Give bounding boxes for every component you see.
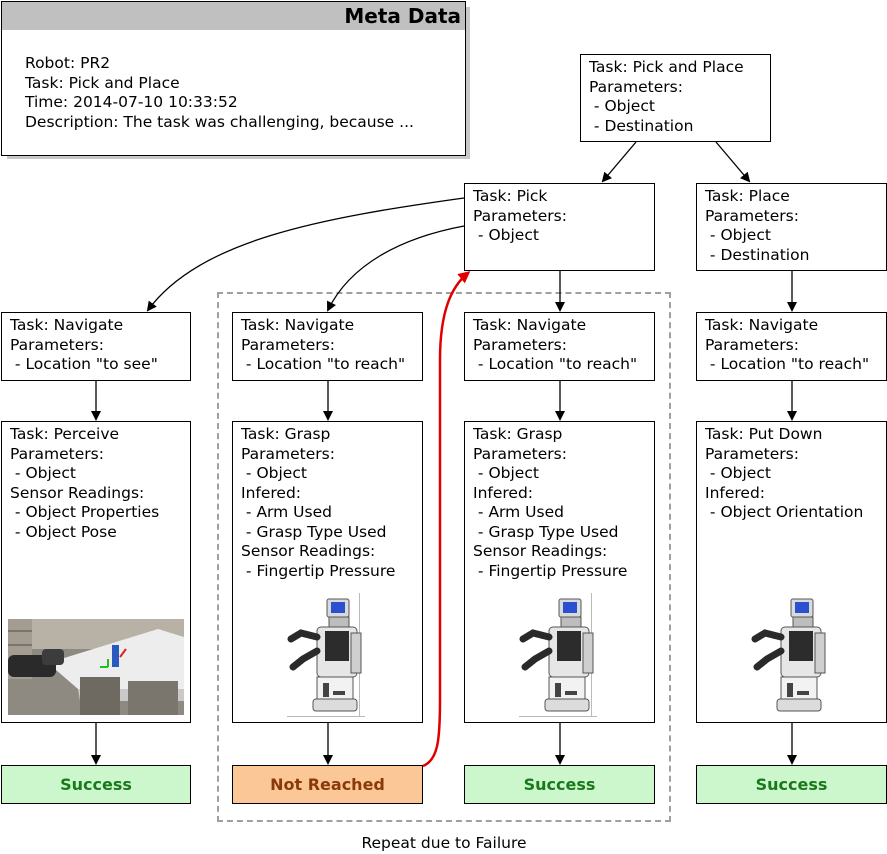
task-line: Parameters: [10, 444, 104, 463]
task-line: Parameters: [241, 335, 335, 354]
task-line: - Grasp Type Used [241, 522, 387, 541]
repeat-label: Repeat due to Failure [361, 834, 527, 852]
task-line: Parameters: [589, 77, 683, 96]
task-title: Task: Pick and Place [589, 58, 744, 76]
task-title: Task: Navigate [705, 316, 819, 334]
task-navigate-to-reach-2: Task: Navigate Parameters: - Location "t… [464, 312, 655, 381]
task-line: Parameters: [10, 335, 104, 354]
task-title: Task: Put Down [705, 425, 823, 443]
task-line: - Location "to reach" [473, 355, 638, 373]
outcome-perceive: Success [1, 765, 191, 804]
task-line: - Fingertip Pressure [241, 561, 396, 580]
task-line: Parameters: [705, 206, 799, 225]
task-line: - Arm Used [473, 503, 564, 521]
task-pick-and-place: Task: Pick and Place Parameters: - Objec… [580, 54, 771, 142]
task-line: Parameters: [241, 444, 335, 463]
task-title: Task: Navigate [473, 316, 587, 334]
task-line: - Object [10, 464, 76, 482]
task-line: Parameters: [473, 444, 567, 463]
task-line: - Destination [589, 116, 694, 135]
task-line: - Object Properties [10, 503, 160, 521]
task-pick: Task: Pick Parameters: - Object [464, 183, 655, 271]
task-line: Infered: [241, 483, 302, 502]
task-line: Sensor Readings: [241, 542, 376, 560]
task-line: Infered: [705, 483, 766, 502]
task-line: - Object Orientation [705, 503, 864, 521]
task-line: - Object [705, 464, 771, 482]
outcome-put-down: Success [696, 765, 887, 804]
task-title: Task: Perceive [10, 425, 120, 443]
task-line: Sensor Readings: [10, 483, 145, 502]
meta-robot: Robot: PR2 [25, 54, 111, 72]
task-line: - Location "to reach" [241, 355, 406, 373]
meta-data-title: Meta Data [2, 2, 465, 30]
task-line: - Fingertip Pressure [473, 561, 628, 580]
outcome-grasp-1: Not Reached [232, 765, 423, 804]
task-title: Task: Navigate [241, 316, 355, 334]
task-line: - Object Pose [10, 522, 117, 541]
meta-data-body: Robot: PR2 Task: Pick and Place Time: 20… [2, 30, 465, 132]
task-line: Infered: [473, 483, 534, 502]
repeat-region [217, 292, 671, 822]
task-line: Parameters: [473, 206, 567, 225]
retry-arrow [422, 271, 471, 768]
task-line: Sensor Readings: [473, 542, 608, 560]
task-line: - Object [473, 226, 539, 244]
task-title: Task: Pick [473, 187, 548, 205]
task-line: - Grasp Type Used [473, 522, 619, 541]
task-navigate-to-reach-3: Task: Navigate Parameters: - Location "t… [696, 312, 887, 381]
task-line: - Object [589, 97, 655, 115]
task-line: Parameters: [473, 335, 567, 354]
task-line: - Location "to reach" [705, 355, 870, 373]
meta-time: Time: 2014-07-10 10:33:52 [25, 93, 238, 111]
arrow-to-navigate-reach-1 [327, 225, 465, 312]
task-line: - Arm Used [241, 503, 332, 521]
task-line: Parameters: [705, 444, 799, 463]
pr2-robot-image [287, 593, 365, 717]
task-line: - Object [705, 226, 771, 244]
task-line: - Object [241, 464, 307, 482]
arrow-to-pick [601, 141, 637, 183]
pr2-robot-image [751, 598, 826, 712]
outcome-grasp-2: Success [464, 765, 655, 804]
task-title: Task: Grasp [473, 425, 563, 443]
task-navigate-to-see: Task: Navigate Parameters: - Location "t… [1, 312, 191, 381]
task-navigate-to-reach-1: Task: Navigate Parameters: - Location "t… [232, 312, 423, 381]
task-title: Task: Grasp [241, 425, 331, 443]
meta-description: Description: The task was challenging, b… [25, 112, 414, 131]
pr2-robot-image [519, 593, 597, 717]
task-line: Parameters: [705, 335, 799, 354]
scene-photo [8, 619, 184, 715]
arrow-to-navigate-see [146, 197, 465, 312]
task-title: Task: Place [705, 187, 790, 205]
task-line: - Destination [705, 245, 810, 264]
task-line: - Object [473, 464, 539, 482]
task-title: Task: Navigate [10, 316, 124, 334]
meta-task: Task: Pick and Place [25, 73, 180, 92]
task-line: - Location "to see" [10, 355, 158, 373]
arrow-to-place [715, 141, 751, 183]
meta-data-panel: Meta Data Robot: PR2 Task: Pick and Plac… [1, 1, 466, 156]
